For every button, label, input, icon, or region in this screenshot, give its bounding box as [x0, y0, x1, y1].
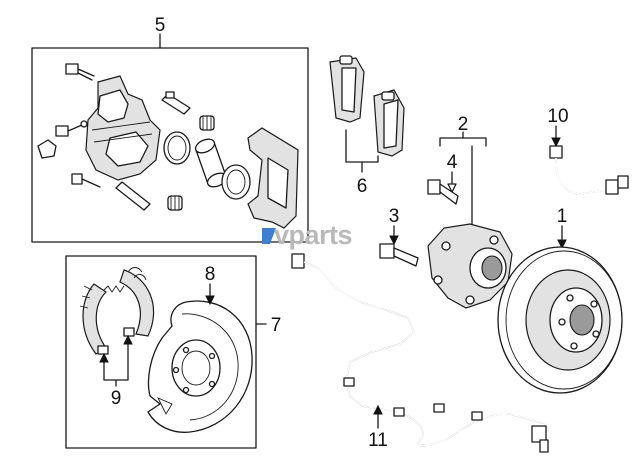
callout-6: 6 [357, 176, 368, 197]
caliper-bolt-top [65, 63, 95, 81]
callout-4: 4 [447, 152, 458, 173]
caliper-cap [37, 139, 57, 159]
callout-11: 11 [368, 430, 388, 451]
brake-pads: 6 [329, 55, 405, 197]
watermark-logo: vparts [262, 220, 353, 250]
caliper-housing [85, 75, 161, 181]
hub-assembly: 2 4 [427, 114, 513, 309]
caliper-assembly-box: 5 [31, 15, 309, 243]
brake-rotor: 1 [497, 206, 623, 394]
hub-bolt [427, 179, 459, 205]
callout-9: 9 [111, 388, 122, 409]
piston-boot [221, 164, 251, 200]
watermark-text: vparts [274, 220, 352, 250]
parking-brake-shoe-left [79, 283, 109, 355]
shoe-spring [103, 285, 125, 293]
callout-5: 5 [155, 15, 166, 36]
parking-brake-box: 7 9 8 [65, 255, 282, 449]
callout-3: 3 [389, 206, 400, 227]
pin-boot-upper [199, 115, 215, 131]
callout-2: 2 [458, 114, 469, 135]
guide-pin-lower [115, 181, 151, 211]
bleeder-screw [55, 120, 88, 137]
guide-pin-upper [161, 91, 191, 115]
brake-hose: 10 [547, 106, 629, 195]
callout-7: 7 [271, 315, 282, 336]
wheel-speed-sensor: 11 [291, 253, 549, 453]
callout-10: 10 [547, 106, 568, 127]
callout-1: 1 [557, 206, 568, 227]
piston-seal [163, 131, 191, 165]
brake-pad-inner [373, 89, 405, 157]
hub-bearing [427, 223, 513, 309]
backing-plate [147, 300, 253, 433]
caliper-bracket [247, 127, 299, 229]
callout-8: 8 [205, 264, 216, 285]
pin-boot-lower [167, 195, 183, 211]
parking-brake-shoe-right [119, 267, 155, 337]
brake-pad-outer [329, 55, 365, 123]
caliper-bolt-lower [71, 173, 101, 188]
bolt-3: 3 [379, 206, 419, 267]
